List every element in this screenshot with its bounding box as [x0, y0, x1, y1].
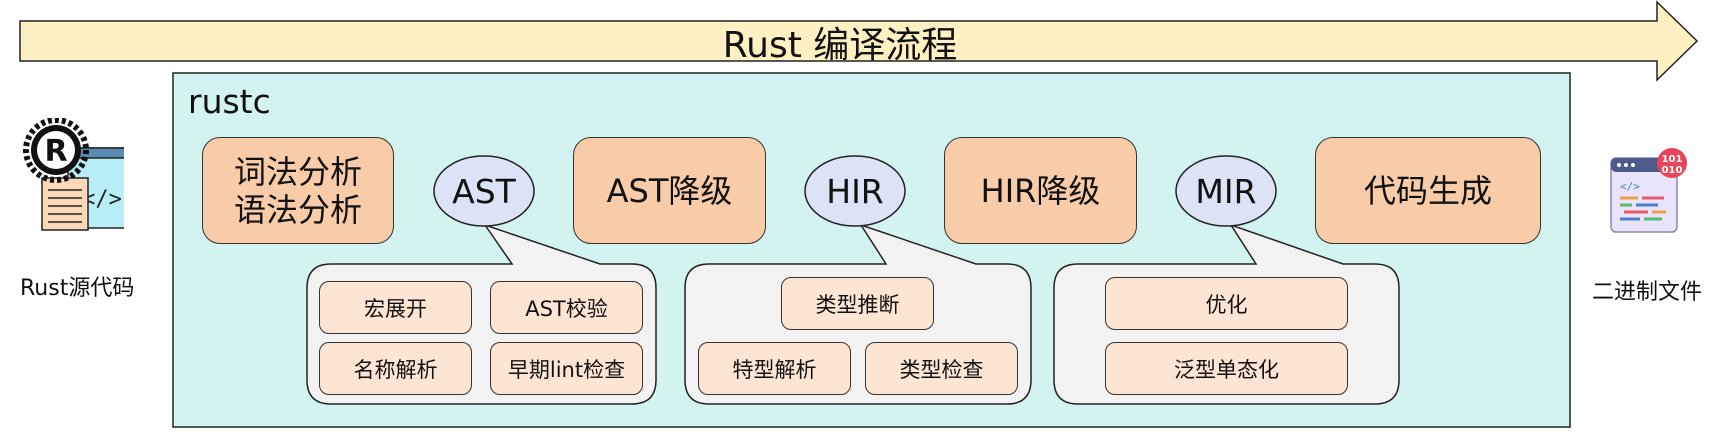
- compile-flow-arrow: [19, 0, 1699, 82]
- hir-task-type-inference: 类型推断: [781, 277, 934, 330]
- mir-task-monomorphization: 泛型单态化: [1105, 342, 1348, 395]
- banner-title: Rust 编译流程: [722, 25, 958, 66]
- stage-ast-lowering: AST降级: [573, 137, 766, 244]
- stage-ast-lowering-label: AST降级: [606, 171, 733, 210]
- ast-task-early-lint: 早期lint检查: [490, 342, 643, 395]
- stage-parsing-label: 语法分析: [233, 190, 362, 229]
- stage-lexing-parsing: 词法分析 语法分析: [202, 137, 394, 244]
- svg-text:R: R: [44, 134, 67, 169]
- hir-task-trait-resolution: 特型解析: [698, 342, 851, 395]
- ast-task-macro-expansion: 宏展开: [319, 281, 472, 334]
- stage-hir-lowering: HIR降级: [944, 137, 1137, 244]
- source-label: Rust源代码: [20, 276, 135, 301]
- mir-label: MIR: [1195, 171, 1257, 211]
- svg-text:</>: </>: [1620, 180, 1640, 193]
- mir-task-optimization: 优化: [1105, 277, 1348, 330]
- binary-badge-line1: 101: [1662, 154, 1683, 165]
- ast-node: [433, 155, 535, 227]
- stage-hir-lowering-label: HIR降级: [980, 171, 1101, 210]
- hir-task-type-checking: 类型检查: [865, 342, 1018, 395]
- stage-codegen: 代码生成: [1315, 137, 1541, 244]
- ast-label: AST: [452, 171, 516, 211]
- rustc-label: rustc: [188, 82, 271, 121]
- rust-source-code-icon: </> R: [18, 117, 137, 234]
- hir-node: [804, 155, 906, 227]
- ast-task-ast-validation: AST校验: [490, 281, 643, 334]
- output-label: 二进制文件: [1592, 280, 1703, 305]
- binary-file-icon: </> 101 010: [1608, 148, 1692, 236]
- ast-task-name-resolution: 名称解析: [319, 342, 472, 395]
- binary-badge-line2: 010: [1662, 165, 1683, 176]
- hir-label: HIR: [826, 171, 884, 211]
- stage-lexing-label: 词法分析: [233, 152, 362, 191]
- stage-codegen-label: 代码生成: [1363, 171, 1492, 210]
- mir-node: [1175, 155, 1277, 227]
